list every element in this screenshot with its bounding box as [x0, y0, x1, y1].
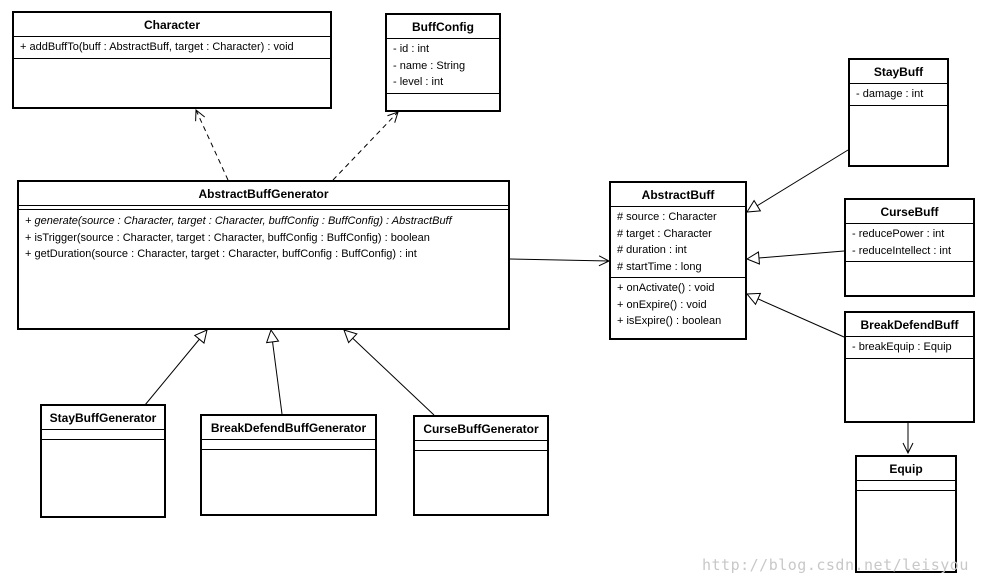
class-cursebuff: CurseBuff - reducePower : int - reduceIn…	[844, 198, 975, 297]
generalization-cursebuffgenerator	[344, 330, 435, 416]
operations-section	[202, 450, 375, 459]
operations-section	[857, 491, 955, 500]
attributes-section	[202, 440, 375, 450]
attribute-row: - level : int	[393, 76, 444, 88]
attributes-section	[857, 481, 955, 491]
class-name: StayBuff	[850, 60, 947, 84]
operations-section	[846, 262, 973, 271]
class-breakdefendbuffgenerator: BreakDefendBuffGenerator	[200, 414, 377, 516]
operation-row: + onActivate() : void	[617, 282, 715, 294]
attribute-row: - name : String	[393, 59, 466, 72]
class-name: BuffConfig	[387, 15, 499, 39]
watermark: http://blog.csdn.net/leisyou	[702, 556, 969, 574]
generalization-staybuffgenerator	[144, 330, 207, 406]
class-buffconfig: BuffConfig - id : int - name : String - …	[385, 13, 501, 112]
class-name: CurseBuff	[846, 200, 973, 224]
generalization-cursebuff	[747, 250, 845, 259]
class-name: StayBuffGenerator	[42, 406, 164, 430]
operations-section	[846, 359, 973, 368]
attribute-row: # startTime : long	[617, 260, 702, 273]
generalization-staybuff	[747, 149, 849, 212]
class-abstractbuff: AbstractBuff # source : Character # targ…	[609, 181, 747, 340]
operations-section	[415, 451, 547, 460]
class-staybuff: StayBuff - damage : int	[848, 58, 949, 167]
operation-row: + addBuffTo(buff : AbstractBuff, target …	[20, 41, 294, 53]
operation-row: + onExpire() : void	[617, 298, 707, 311]
operation-row: + isExpire() : boolean	[617, 315, 722, 327]
dependency-generator-to-character	[196, 110, 229, 181]
attribute-row: # target : Character	[617, 227, 712, 240]
operations-section: + generate(source : Character, target : …	[19, 210, 508, 265]
operation-row: + getDuration(source : Character, target…	[25, 248, 417, 260]
attribute-row: # duration : int	[617, 244, 687, 256]
operation-row: + isTrigger(source : Character, target :…	[25, 231, 430, 244]
operations-section	[42, 440, 164, 449]
class-name: CurseBuffGenerator	[415, 417, 547, 441]
class-name: BreakDefendBuff	[846, 313, 973, 337]
class-staybuffgenerator: StayBuffGenerator	[40, 404, 166, 518]
attributes-section: - breakEquip : Equip	[846, 337, 973, 359]
class-name: AbstractBuff	[611, 183, 745, 207]
class-name: AbstractBuffGenerator	[19, 182, 508, 206]
attribute-row: - reducePower : int	[852, 228, 945, 240]
operation-row-abstract: + generate(source : Character, target : …	[25, 215, 452, 227]
class-breakdefendbuff: BreakDefendBuff - breakEquip : Equip	[844, 311, 975, 423]
generalization-breakdefendbuffgenerator	[271, 330, 283, 415]
attribute-row: # source : Character	[617, 211, 717, 223]
attributes-section: - id : int - name : String - level : int	[387, 39, 499, 94]
class-cursebuffgenerator: CurseBuffGenerator	[413, 415, 549, 516]
class-name: Equip	[857, 457, 955, 481]
attribute-row: - damage : int	[856, 88, 924, 100]
operations-section	[850, 106, 947, 115]
attribute-row: - id : int	[393, 43, 430, 55]
class-abstractbuffgenerator: AbstractBuffGenerator + generate(source …	[17, 180, 510, 330]
attributes-section: - reducePower : int - reduceIntellect : …	[846, 224, 973, 262]
dependency-generator-to-buffconfig	[332, 112, 398, 181]
operations-section	[387, 94, 499, 103]
class-character: Character + addBuffTo(buff : AbstractBuf…	[12, 11, 332, 109]
operations-section: + addBuffTo(buff : AbstractBuff, target …	[14, 37, 330, 59]
attribute-row: - reduceIntellect : int	[852, 244, 952, 257]
class-equip: Equip	[855, 455, 957, 573]
attributes-section	[415, 441, 547, 451]
operations-section: + onActivate() : void + onExpire() : voi…	[611, 278, 745, 332]
association-generator-to-abstractbuff	[509, 259, 609, 261]
attributes-section: # source : Character # target : Characte…	[611, 207, 745, 278]
attribute-row: - breakEquip : Equip	[852, 341, 952, 353]
class-name: Character	[14, 13, 330, 37]
attributes-section: - damage : int	[850, 84, 947, 106]
class-name: BreakDefendBuffGenerator	[202, 416, 375, 440]
generalization-breakdefendbuff	[747, 294, 845, 338]
attributes-section	[42, 430, 164, 440]
attributes-section	[19, 206, 508, 210]
